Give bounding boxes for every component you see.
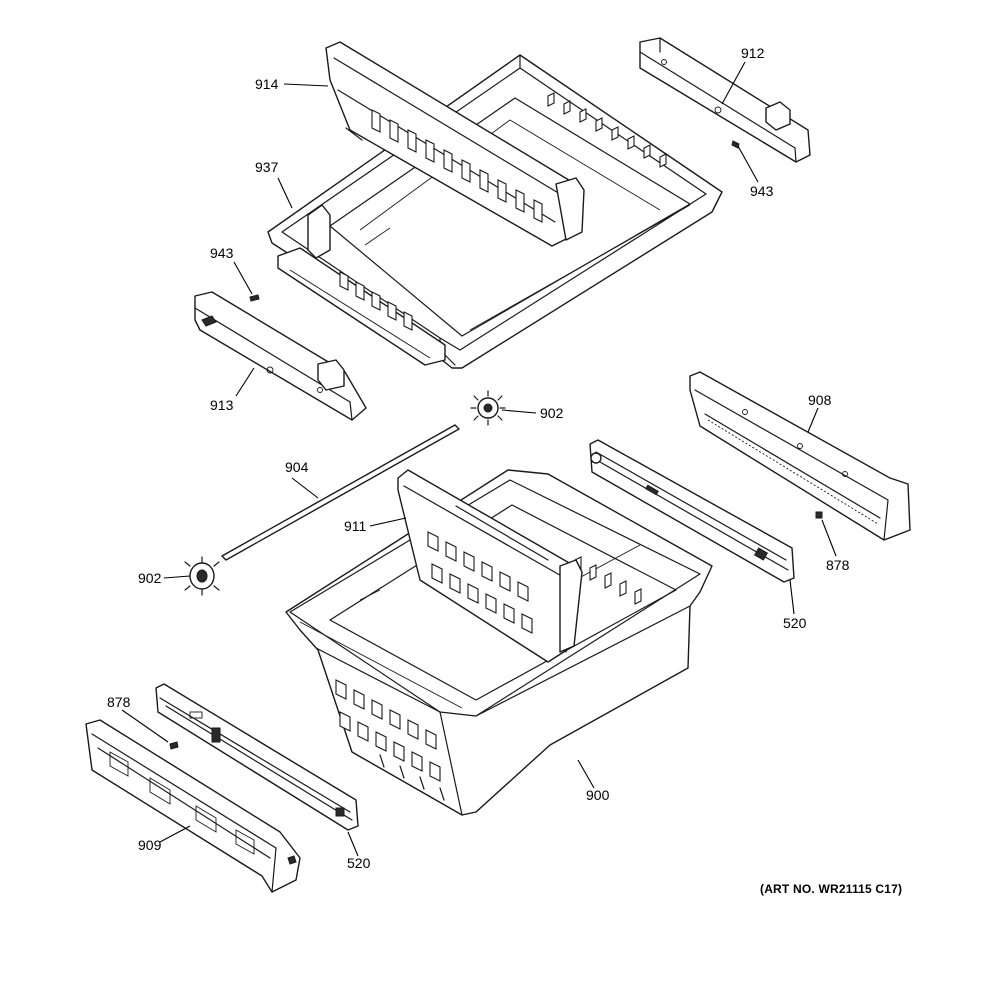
screw-878-right[interactable] bbox=[815, 511, 823, 519]
callout-909: 909 bbox=[138, 837, 162, 853]
callout-520-left: 520 bbox=[347, 855, 371, 871]
callout-904: 904 bbox=[285, 459, 309, 475]
part-904-connecting-rod[interactable] bbox=[221, 424, 460, 561]
screw-943-upper-right[interactable] bbox=[731, 140, 740, 149]
part-900-lower-basket[interactable] bbox=[285, 469, 713, 816]
part-909-left-rail-lower[interactable] bbox=[85, 719, 301, 893]
leader-lines bbox=[121, 61, 837, 857]
part-902-gear-top[interactable] bbox=[470, 390, 506, 426]
callout-911: 911 bbox=[344, 518, 367, 534]
part-908-right-rail-lower[interactable] bbox=[689, 371, 911, 541]
screw-943-left[interactable] bbox=[249, 294, 260, 302]
part-911-lower-divider[interactable] bbox=[397, 469, 583, 663]
callout-900: 900 bbox=[586, 787, 610, 803]
callout-914: 914 bbox=[255, 76, 279, 92]
callout-912: 912 bbox=[741, 45, 765, 61]
part-913-left-rail-upper[interactable] bbox=[194, 291, 367, 421]
callout-937: 937 bbox=[255, 159, 279, 175]
callout-902-top: 902 bbox=[540, 405, 564, 421]
basket-937-vent-slots bbox=[547, 92, 667, 168]
screw-878-left[interactable] bbox=[169, 741, 179, 750]
callout-878-right: 878 bbox=[826, 557, 850, 573]
basket-937-front-rail bbox=[277, 247, 446, 366]
art-number-label: (ART NO. WR21115 C17) bbox=[760, 882, 903, 896]
callout-908: 908 bbox=[808, 392, 832, 408]
callout-878-left: 878 bbox=[107, 694, 131, 710]
callout-943-left: 943 bbox=[210, 245, 234, 261]
part-914-upper-divider[interactable] bbox=[325, 41, 585, 247]
part-902-gear-left[interactable] bbox=[184, 556, 220, 596]
part-520-right-slide[interactable] bbox=[589, 439, 795, 583]
part-520-left-slide[interactable] bbox=[155, 683, 359, 831]
callout-902-left: 902 bbox=[138, 570, 162, 586]
callout-520-right: 520 bbox=[783, 615, 807, 631]
part-912-right-rail-upper[interactable] bbox=[639, 37, 811, 163]
callout-labels: 914 937 912 943 943 913 902 908 904 911 … bbox=[107, 45, 850, 871]
callout-943-top: 943 bbox=[750, 183, 774, 199]
basket-900-front-slots bbox=[335, 679, 441, 782]
callout-913: 913 bbox=[210, 397, 234, 413]
